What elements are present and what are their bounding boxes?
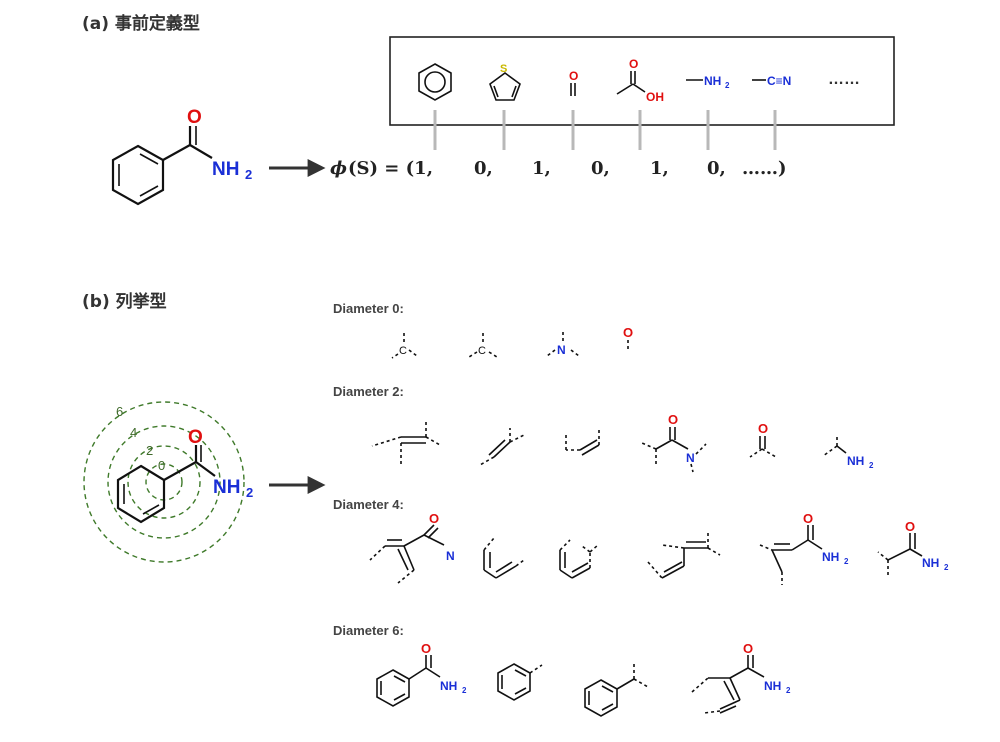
section-b-title: (b) 列挙型 — [82, 291, 167, 312]
fragment-nitrile: C≡N — [752, 74, 791, 88]
acid-hydroxyl: OH — [646, 90, 664, 104]
d0-fragment-3: N — [546, 332, 580, 357]
radius-label-2: 2 — [146, 443, 153, 458]
d2-fragment-5: O — [749, 421, 777, 458]
svg-text:N: N — [686, 451, 695, 465]
d4-fragment-5: O NH 2 — [759, 511, 849, 585]
d6-fragment-1: O NH 2 — [376, 641, 467, 707]
fragment-amine-label: NH — [704, 74, 721, 88]
ring-radius-4 — [107, 425, 221, 539]
svg-text:NH: NH — [764, 679, 781, 693]
vector-value-4: 0, — [591, 158, 610, 179]
vector-open: (S) = (1, — [348, 158, 433, 179]
d0-fragment-2: C — [468, 333, 498, 358]
svg-text:2: 2 — [462, 686, 467, 695]
svg-text:C: C — [399, 345, 407, 357]
benzamide-molecule-b: O NH 2 — [116, 427, 253, 524]
fragment-amine-subscript: 2 — [725, 81, 730, 90]
svg-text:C: C — [478, 345, 486, 357]
d2-fragment-2 — [479, 428, 525, 466]
d4-fragment-1: O N — [369, 511, 455, 584]
svg-text:O: O — [905, 519, 915, 534]
phi-symbol: ϕ — [330, 158, 347, 179]
svg-text:O: O — [421, 641, 431, 656]
diameter-0-label: Diameter 0: — [333, 301, 404, 316]
svg-text:O: O — [803, 511, 813, 526]
vector-value-5: 1, — [650, 158, 669, 179]
vector-value-3: 1, — [532, 158, 551, 179]
d2-fragment-3 — [565, 430, 600, 456]
carbonyl-oxygen: O — [569, 69, 578, 83]
svg-text:O: O — [623, 325, 633, 340]
diameter-4-label: Diameter 4: — [333, 497, 404, 512]
d2-fragment-1 — [371, 422, 441, 465]
svg-text:O: O — [429, 511, 439, 526]
d6-fragment-4: O NH 2 — [691, 641, 791, 714]
svg-text:NH: NH — [822, 550, 839, 564]
acid-oxygen: O — [629, 57, 638, 71]
svg-text:O: O — [668, 412, 678, 427]
diameter-2-label: Diameter 2: — [333, 384, 404, 399]
fragment-thiophene: S — [489, 63, 521, 101]
d4-fragment-6: O NH 2 — [877, 519, 949, 577]
svg-text:2: 2 — [786, 686, 791, 695]
svg-text:O: O — [758, 421, 768, 436]
benzamide-molecule-a: O NH 2 — [111, 107, 252, 206]
svg-text:O: O — [743, 641, 753, 656]
svg-text:N: N — [557, 343, 566, 357]
fragment-benzene — [418, 63, 452, 101]
svg-text:N: N — [446, 549, 455, 563]
section-a-title: (a) 事前定義型 — [82, 13, 200, 34]
d6-fragment-3 — [584, 662, 649, 717]
fragment-carboxylic-acid: O OH — [616, 57, 664, 104]
oxygen-label: O — [187, 107, 202, 128]
d2-fragment-6: NH 2 — [822, 434, 874, 470]
thiophene-sulfur: S — [500, 63, 507, 75]
d0-fragment-1: C — [391, 333, 418, 359]
d2-fragment-4: O N — [641, 412, 707, 473]
oxygen-label-b: O — [188, 427, 203, 448]
amine-subscript: 2 — [245, 167, 252, 182]
d0-fragment-4: O — [623, 325, 633, 350]
fragment-dictionary-box — [389, 36, 895, 126]
svg-text:NH: NH — [440, 679, 457, 693]
amine-label-b: NH — [213, 477, 240, 498]
d4-fragment-2 — [483, 537, 525, 579]
amine-subscript-b: 2 — [246, 485, 253, 500]
radius-label-6: 6 — [116, 404, 123, 419]
d4-fragment-4 — [647, 532, 721, 579]
svg-text:2: 2 — [844, 557, 849, 566]
d6-fragment-2 — [497, 663, 543, 701]
fragment-amine: NH 2 — [686, 74, 730, 90]
svg-text:NH: NH — [922, 556, 939, 570]
ring-radius-2 — [127, 445, 201, 519]
more-fragments-ellipsis: …… — [828, 71, 860, 88]
svg-text:2: 2 — [869, 461, 874, 470]
vector-value-2: 0, — [474, 158, 493, 179]
svg-text:NH: NH — [847, 454, 864, 468]
radius-label-4: 4 — [130, 425, 137, 440]
vector-value-6: 0, — [707, 158, 726, 179]
fragment-carbonyl: O — [569, 69, 578, 96]
svg-text:2: 2 — [944, 563, 949, 572]
d4-fragment-3 — [559, 539, 599, 579]
ring-radius-6 — [83, 401, 245, 563]
radius-label-0: 0 — [158, 458, 165, 473]
diameter-6-label: Diameter 6: — [333, 623, 404, 638]
amine-label: NH — [212, 159, 239, 180]
nitrile-label: C≡N — [767, 74, 791, 88]
vector-ellipsis: ……) — [742, 158, 787, 179]
